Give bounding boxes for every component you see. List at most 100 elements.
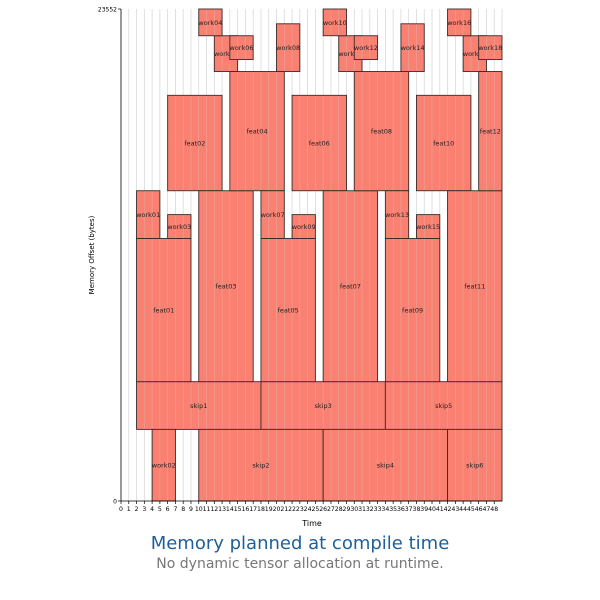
block-rect [478,35,502,60]
block-rect [400,23,425,72]
x-tick-label: 38 [413,506,421,513]
block-border [447,190,503,383]
block-border [229,35,254,61]
block-label: skip5 [435,402,452,410]
x-tick-label: 19 [265,506,273,513]
x-tick-label: 35 [389,506,397,513]
block-border [136,238,192,383]
x-tick-label: 46 [475,506,483,513]
block-border [291,94,347,192]
block-rect [229,35,254,60]
block-label: work18 [478,44,502,52]
block-feat10: feat10 [416,94,472,192]
block-skip5: skip5 [384,381,503,430]
block-rect [354,71,409,191]
x-tick-label: 11 [203,506,211,513]
block-label: feat04 [247,128,268,136]
block-label: feat01 [153,307,174,315]
x-tick-label: 3 [142,506,146,513]
block-work16: work16 [447,8,472,37]
block-border [384,190,410,239]
block-rect [354,35,378,60]
x-tick-label: 41 [436,506,444,513]
block-work02: work02 [151,428,176,502]
block-border [400,23,425,72]
block-border [229,71,285,192]
block-skip3: skip3 [260,381,386,430]
block-border [447,8,472,37]
block-feat07: feat07 [322,190,379,383]
block-feat01: feat01 [136,238,192,383]
block-feat06: feat06 [291,94,347,192]
block-rect [198,190,254,382]
block-label: work11 [338,50,362,58]
block-label: skip3 [315,402,332,410]
x-tick-label: 29 [343,506,351,513]
x-tick-label: 1 [127,506,131,513]
block-feat03: feat03 [198,190,254,383]
block-label: work06 [230,44,254,52]
block-border [353,35,379,61]
x-tick-label: 10 [195,506,203,513]
y-tick-label: 23552 [98,7,117,14]
block-rect [385,238,440,382]
block-rect [167,95,223,191]
block-work12: work12 [353,35,379,61]
block-border [276,23,301,72]
block-rect [198,9,223,36]
x-tick-label: 44 [459,506,467,513]
block-feat04: feat04 [229,71,285,192]
block-label: work01 [136,211,160,219]
block-work15: work15 [416,214,441,239]
caption-title: Memory planned at compile time [150,533,450,554]
block-label: skip6 [466,462,483,470]
block-rect [260,238,316,382]
block-label: work17 [463,50,487,58]
x-tick-label: 37 [405,506,413,513]
block-work01: work01 [136,190,161,239]
block-feat02: feat02 [167,94,223,192]
block-border [353,71,410,192]
block-work07: work07 [260,190,285,239]
block-label: skip2 [252,462,269,470]
x-tick-label: 2 [135,506,139,513]
x-tick-label: 28 [335,506,343,513]
caption-subtitle: No dynamic tensor allocation at runtime. [156,556,444,572]
block-border [198,8,223,37]
y-tick-label: 0 [113,499,117,506]
block-rect [416,95,471,191]
block-work18: work18 [478,35,503,61]
block-label: work15 [416,223,440,231]
x-tick-label: 43 [451,506,459,513]
x-tick-label: 17 [249,506,257,513]
block-label: work13 [385,211,409,219]
block-feat09: feat09 [384,238,441,383]
block-work04: work04 [198,8,223,37]
x-tick-label: 40 [428,506,436,513]
block-label: feat05 [278,307,299,315]
x-tick-label: 48 [490,506,498,513]
block-rect [447,9,471,36]
x-tick-label: 39 [420,506,428,513]
block-label: feat11 [464,283,485,291]
block-border [384,238,441,383]
block-skip6: skip6 [447,428,503,502]
x-tick-label: 30 [350,506,358,513]
block-label: feat07 [340,283,361,291]
x-tick-label: 13 [218,506,226,513]
block-rect [292,95,347,191]
block-label: work12 [354,44,378,52]
block-label: feat02 [184,140,205,148]
x-tick-label: 21 [280,506,288,513]
x-tick-label: 25 [311,506,319,513]
x-tick-label: 16 [241,506,249,513]
block-rect [385,190,409,239]
x-tick-label: 24 [304,506,312,513]
block-feat08: feat08 [353,71,410,192]
block-rect [447,190,502,382]
block-label: work14 [401,44,425,52]
x-tick-label: 26 [319,506,327,513]
